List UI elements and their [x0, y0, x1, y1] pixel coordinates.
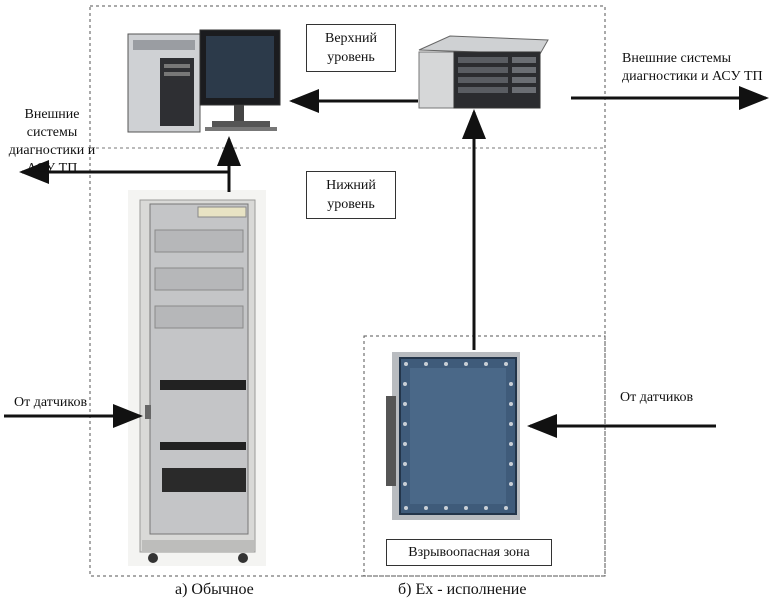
caption-standard: а) Обычное: [175, 581, 254, 598]
external-systems-right-label: Внешние системы диагностики и АСУ ТП: [622, 51, 763, 84]
rack-server-icon: [418, 35, 549, 109]
upper-level-label: Верхний уровень: [306, 24, 396, 72]
outer-dashed-frame: [89, 5, 606, 577]
sensors-left-label: От датчиков: [14, 395, 88, 410]
external-systems-left-label: Внешние системы диагностики и АСУ ТП: [8, 107, 96, 176]
hazard-zone-frame: [363, 335, 606, 577]
sensors-right-label: От датчиков: [620, 390, 694, 405]
workstation-icon: [127, 29, 281, 133]
explosion-proof-enclosure-icon: [386, 352, 520, 520]
lower-level-label: Нижний уровень: [306, 171, 396, 219]
caption-ex-version: б) Ex - исполнение: [398, 581, 527, 598]
equipment-cabinet-icon: [128, 190, 266, 566]
hazard-zone-label: Взрывоопасная зона: [386, 539, 552, 566]
